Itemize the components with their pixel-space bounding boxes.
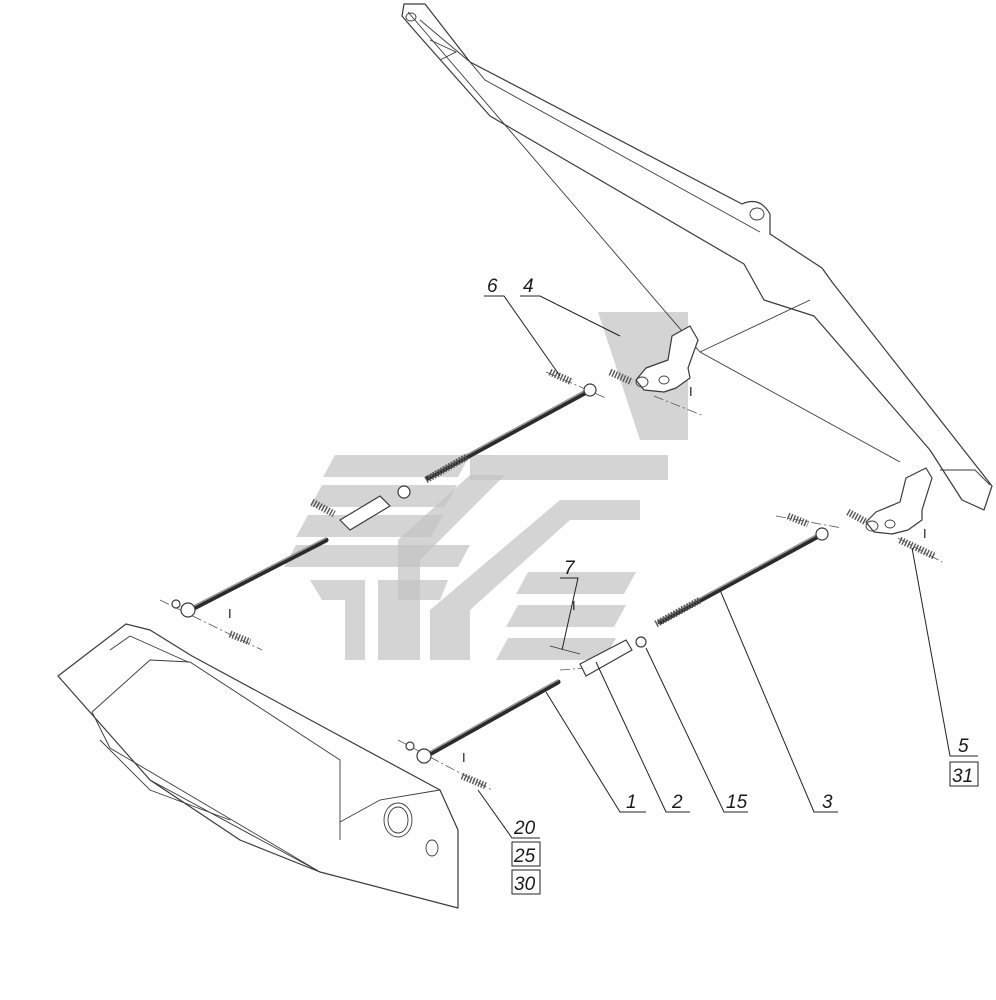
- callout-7: 7: [564, 558, 576, 579]
- lower-bracket: [57, 623, 459, 909]
- rod-assembly-upper: [171, 368, 597, 646]
- callout-6: 6: [487, 276, 498, 297]
- callout-1: 1: [626, 792, 637, 813]
- section-markers: I I I I I: [228, 384, 927, 765]
- callout-20: 20: [513, 818, 536, 839]
- callout-15: 15: [726, 792, 748, 813]
- callout-30: 30: [514, 874, 536, 895]
- frame-beam: [401, 3, 993, 511]
- leader-lines: [477, 295, 979, 895]
- callout-25: 25: [513, 846, 536, 867]
- marker-upper-right: I: [689, 384, 693, 399]
- callout-5: 5: [958, 736, 969, 757]
- callout-3: 3: [822, 792, 833, 813]
- marker-lower-center: I: [572, 598, 576, 613]
- callout-31: 31: [952, 766, 973, 787]
- marker-lower-left: I: [462, 750, 466, 765]
- rod-assembly-lower: [405, 512, 936, 790]
- marker-upper-left: I: [228, 606, 232, 621]
- callout-2: 2: [671, 792, 683, 813]
- callout-4: 4: [523, 276, 534, 297]
- watermark-logo: [284, 312, 688, 660]
- marker-right-bracket: I: [923, 526, 927, 541]
- callout-labels: 6 4 7 1 2 15 3 5 31 20 25 30: [487, 276, 973, 895]
- bellcrank-right: [846, 467, 933, 535]
- bellcrank-left: [608, 325, 699, 393]
